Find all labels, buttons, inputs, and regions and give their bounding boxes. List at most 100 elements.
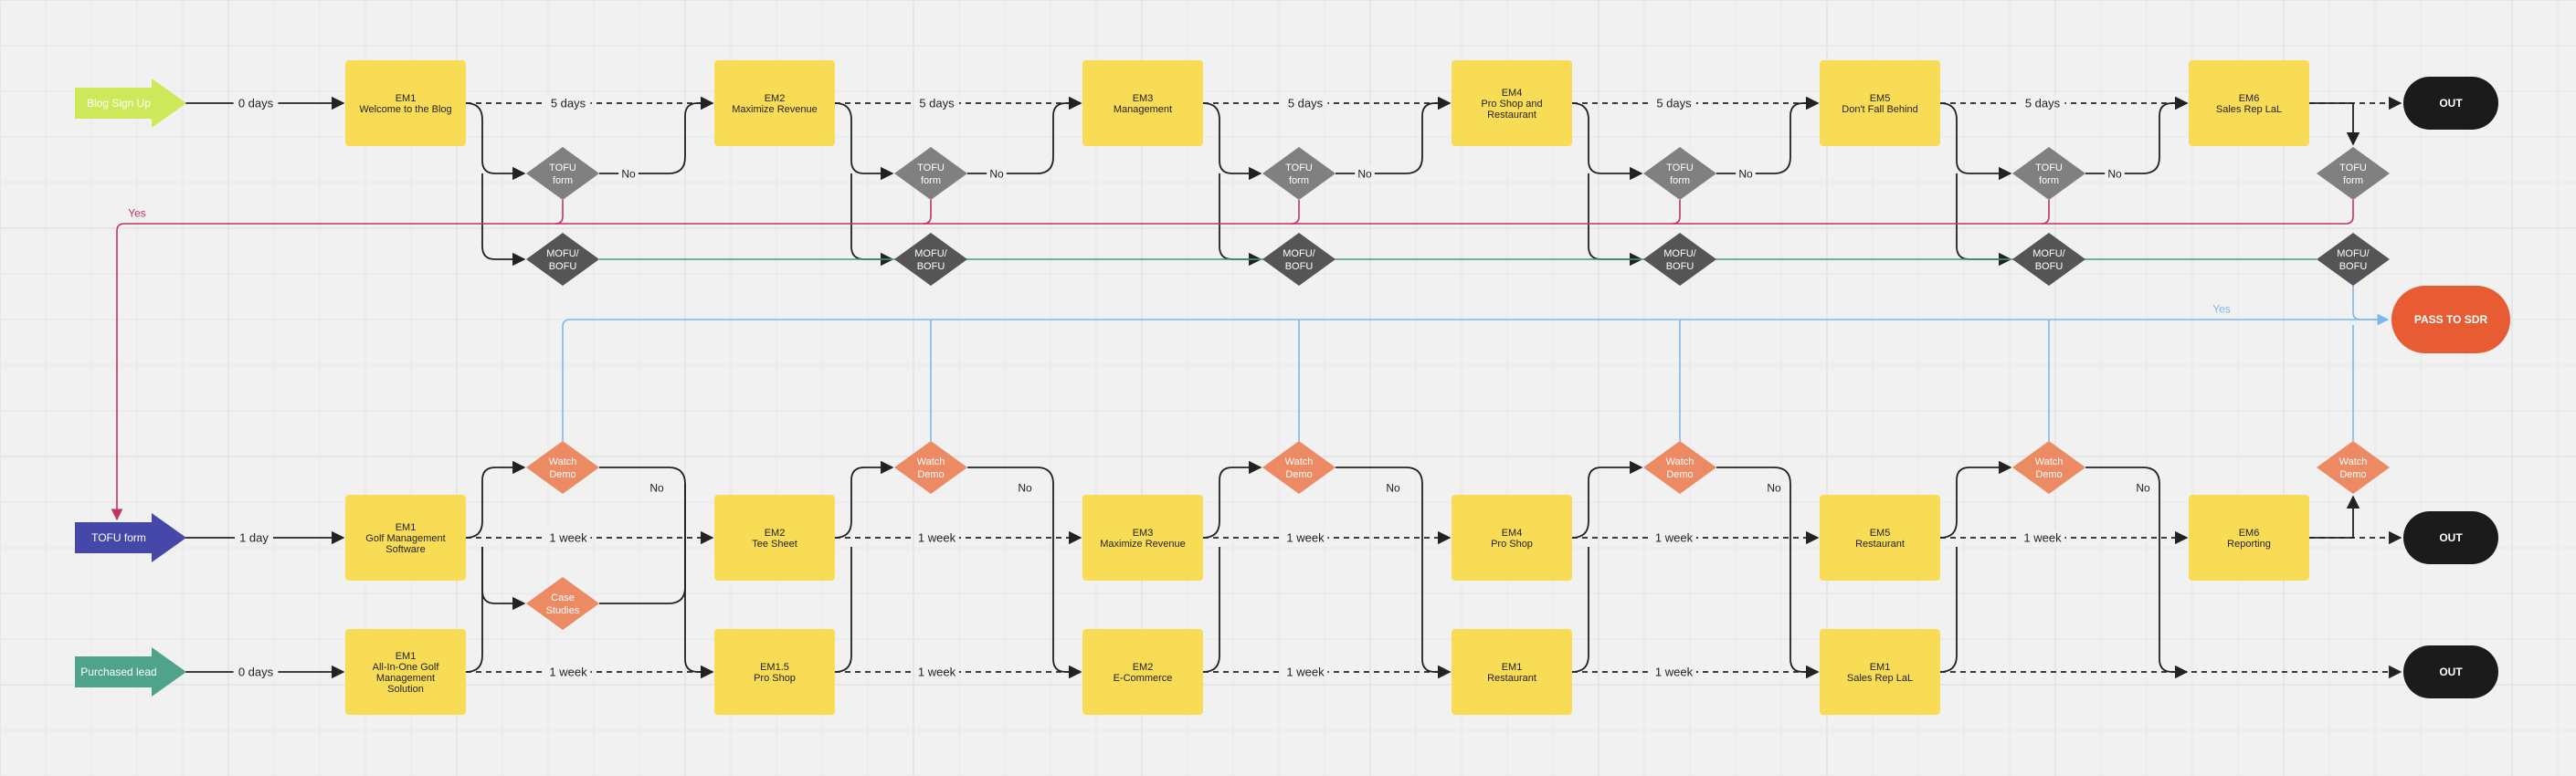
connector xyxy=(967,467,1082,679)
yes-label: Yes xyxy=(2212,303,2231,316)
connector xyxy=(599,484,686,604)
connector xyxy=(1219,173,1262,267)
connector xyxy=(599,96,714,174)
connector-label: No xyxy=(2107,168,2122,181)
label-background xyxy=(1652,530,1696,545)
watch-demo-diamond xyxy=(2012,441,2085,494)
connector-label: 0 days xyxy=(238,666,274,679)
label-background xyxy=(1652,96,1696,110)
mofu-bofu-diamond xyxy=(1643,233,1716,286)
tofu-form-diamond xyxy=(526,147,599,200)
connector xyxy=(554,200,564,225)
mofu-bofu-diamond-label: MOFU/BOFU xyxy=(1283,248,1315,272)
connector xyxy=(1716,96,1820,174)
label-background xyxy=(987,166,1007,181)
connector xyxy=(1956,173,2012,267)
watch-demo-diamond xyxy=(2317,441,2390,494)
email-card xyxy=(345,60,466,146)
connector-label: 1 week xyxy=(549,666,587,679)
connector xyxy=(599,467,714,679)
pass-to-sdr-terminal-label: PASS TO SDR xyxy=(2414,313,2488,326)
tofu-form-entry-label: TOFU form xyxy=(91,531,146,544)
tofu-form-diamond xyxy=(2012,147,2085,200)
label-background xyxy=(545,96,591,110)
out-terminal xyxy=(2403,511,2498,564)
connector xyxy=(111,200,2354,521)
out-terminal-label: OUT xyxy=(2439,97,2463,110)
label-background xyxy=(2020,96,2065,110)
connector xyxy=(834,102,894,181)
email-card xyxy=(714,629,835,715)
label-background xyxy=(1652,665,1696,679)
email-card xyxy=(1452,629,1572,715)
tofu-form-diamond xyxy=(1262,147,1336,200)
connector xyxy=(1202,460,1262,539)
connector-label: 1 week xyxy=(2023,531,2062,545)
connector xyxy=(2085,467,2189,679)
connector xyxy=(2352,286,2388,320)
label-background xyxy=(914,665,959,679)
connector xyxy=(1939,547,1958,673)
connector xyxy=(1571,460,1643,539)
connector xyxy=(1672,200,1681,225)
label-background xyxy=(1283,96,1328,110)
email-card xyxy=(2189,60,2309,146)
purchased-lead-entry xyxy=(75,647,186,697)
connector xyxy=(1716,467,1820,679)
connector-label: 5 days xyxy=(1288,97,1324,110)
email-card xyxy=(1082,60,1203,146)
connector xyxy=(1336,96,1452,174)
connector xyxy=(481,547,526,611)
tofu-form-diamond xyxy=(1643,147,1716,200)
tofu-form-diamond xyxy=(2317,147,2390,200)
email-card xyxy=(345,629,466,715)
label-background xyxy=(914,530,959,545)
pass-to-sdr-terminal xyxy=(2391,286,2510,353)
connector xyxy=(1202,547,1220,673)
connector xyxy=(1939,102,2012,181)
label-background xyxy=(233,96,279,110)
mofu-bofu-diamond xyxy=(2012,233,2085,286)
connector xyxy=(465,460,526,539)
connector xyxy=(481,173,526,267)
connector xyxy=(1202,102,1262,181)
connector-label: 1 week xyxy=(918,531,956,545)
connector-label: 1 week xyxy=(1286,666,1325,679)
mofu-bofu-diamond-label: MOFU/BOFU xyxy=(546,248,579,272)
email-card xyxy=(2189,495,2309,581)
label-background xyxy=(1736,166,1756,181)
connector xyxy=(834,460,894,539)
tofu-form-diamond xyxy=(894,147,967,200)
label-background xyxy=(233,665,279,679)
label-background xyxy=(1355,166,1375,181)
connector xyxy=(850,173,894,267)
connector-label: No xyxy=(621,168,636,181)
out-terminal-label: OUT xyxy=(2439,666,2463,678)
label-background xyxy=(1015,480,1035,495)
label-background xyxy=(545,530,591,545)
watch-demo-diamond xyxy=(894,441,967,494)
connector-label: 5 days xyxy=(1656,97,1692,110)
connector-label: 1 week xyxy=(1286,531,1325,545)
connector-label: 5 days xyxy=(2025,97,2061,110)
label-background xyxy=(914,96,959,110)
email-card xyxy=(1820,629,1940,715)
connector-label: No xyxy=(1767,482,1781,495)
connector xyxy=(834,547,852,673)
connector-label: No xyxy=(1386,482,1400,495)
connector-label: No xyxy=(989,168,1004,181)
connector-label: 0 days xyxy=(238,97,274,110)
